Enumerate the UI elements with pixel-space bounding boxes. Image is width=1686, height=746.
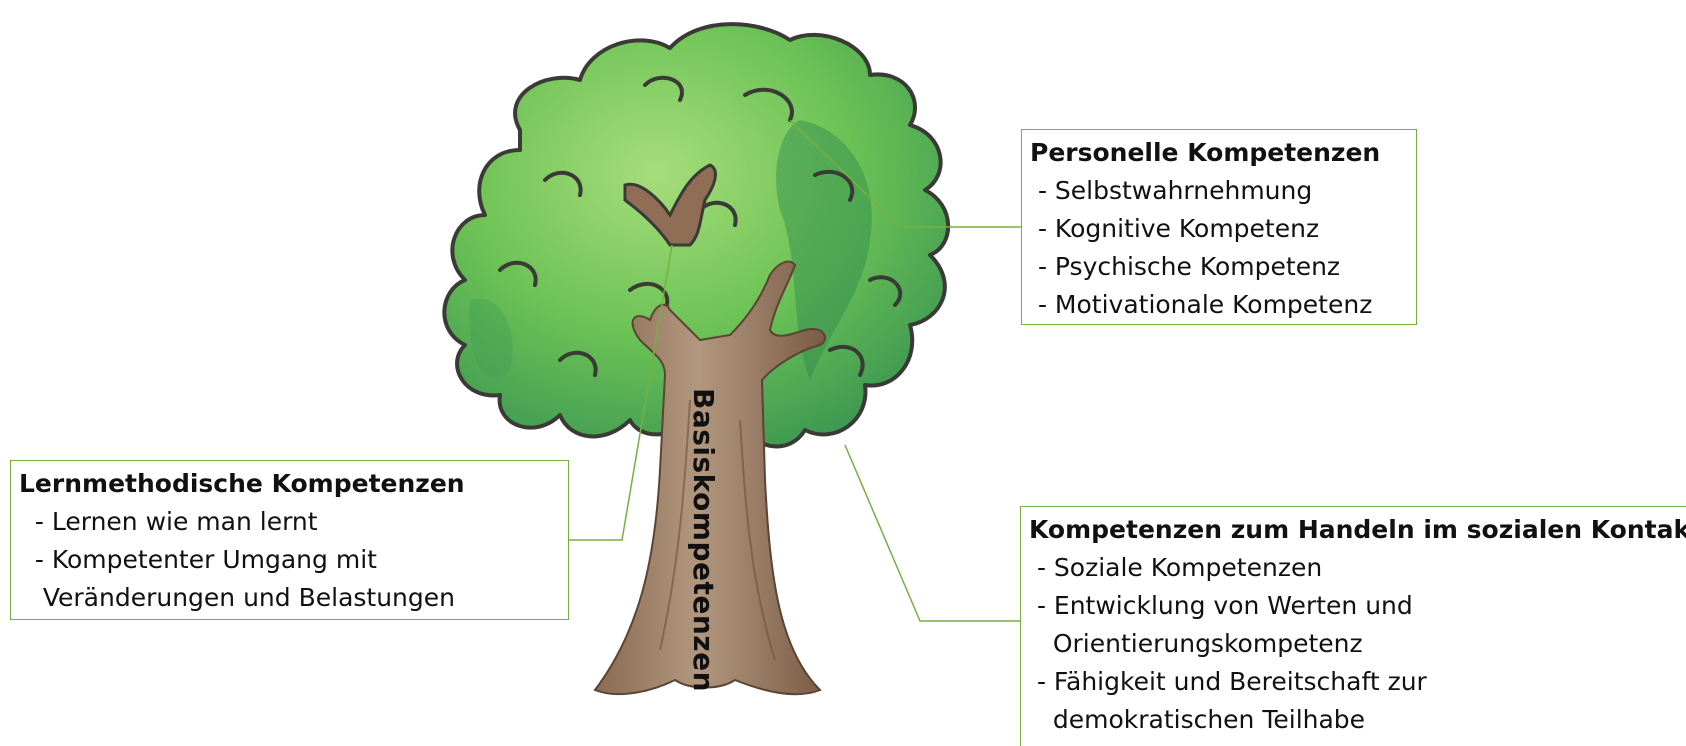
list-item: - Entwicklung von Werten und [1029,591,1413,620]
social-competencies-title: Kompetenzen zum Handeln im sozialen Kont… [1029,515,1686,544]
connector-lines [569,119,1021,622]
connector-personal [789,119,1021,228]
personal-competencies-list: - Selbstwahrnehmung - Kognitive Kompeten… [1030,172,1416,324]
learning-competencies-list: - Lernen wie man lernt - Kompetenter Umg… [19,503,568,617]
tree-trunk [593,260,826,696]
list-item: - Selbstwahrnehmung [1030,176,1313,205]
personal-competencies-box: Personelle Kompetenzen - Selbstwahrnehmu… [1021,129,1417,325]
learning-competencies-title: Lernmethodische Kompetenzen [19,469,465,498]
trunk-label: Basiskompetenzen [687,388,720,693]
tree-upper-branch [623,163,717,247]
list-item: - Kognitive Kompetenz [1030,214,1320,243]
connector-social [844,444,1020,622]
list-item: - Kompetenter Umgang mit [19,545,377,574]
list-item: - Motivationale Kompetenz [1030,290,1373,319]
learning-competencies-box: Lernmethodische Kompetenzen - Lernen wie… [10,460,569,620]
list-item: - Fähigkeit und Bereitschaft zur [1029,667,1427,696]
list-item: - Psychische Kompetenz [1030,252,1341,281]
list-item: demokratischen Teilhabe [1029,705,1366,734]
list-item: Veränderungen und Belastungen [19,583,455,612]
social-competencies-list: - Soziale Kompetenzen - Entwicklung von … [1029,549,1686,739]
social-competencies-box: Kompetenzen zum Handeln im sozialen Kont… [1020,506,1686,746]
connector-learning [569,244,673,541]
personal-competencies-title: Personelle Kompetenzen [1030,138,1381,167]
list-item: Orientierungskompetenz [1029,629,1363,658]
list-item: - Soziale Kompetenzen [1029,553,1323,582]
list-item: - Lernen wie man lernt [19,507,318,536]
